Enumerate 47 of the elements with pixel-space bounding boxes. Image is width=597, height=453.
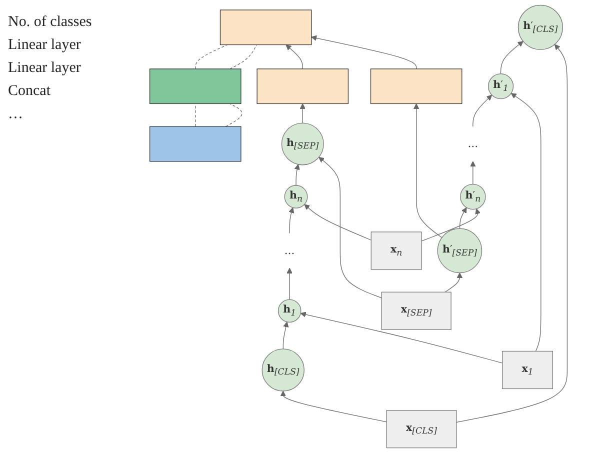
arrow (286, 44, 303, 70)
arrow (318, 156, 382, 298)
node-circle: h$_{1}$ (278, 299, 302, 322)
node-circle: h′$_{n}$ (460, 184, 486, 210)
node-box: x$_{n}$ (370, 232, 422, 270)
arrow (414, 103, 442, 238)
arrow (456, 44, 568, 423)
annotation-label: No. of classes (8, 14, 93, 31)
node-circle: h$_{[CLS]}$ (262, 348, 304, 392)
arrow (286, 268, 292, 300)
node-circle: h′$_{[CLS]}$ (518, 4, 563, 50)
arrow (294, 164, 300, 186)
node-box: x$_{[SEP]}$ (381, 292, 452, 330)
node-bar (370, 68, 462, 104)
node-text: … (468, 138, 478, 150)
annotation-label: Concat (8, 83, 52, 100)
annotation-label: Linear layer (8, 37, 82, 54)
arrow (304, 204, 372, 240)
node-circle: h′$_{[SEP]}$ (437, 228, 482, 274)
node-box: x$_{1}$ (502, 350, 553, 390)
arrow (300, 312, 503, 364)
arrow (421, 208, 481, 242)
node-circle: h′$_{1}$ (488, 73, 514, 100)
arrow (472, 94, 492, 127)
node-circle: h$_{[SEP]}$ (281, 122, 324, 166)
node-bar (220, 10, 312, 46)
node-bar (256, 68, 349, 104)
arrow (300, 103, 306, 124)
node-text: … (284, 244, 295, 256)
node-bar (149, 126, 242, 162)
arrow (510, 93, 542, 352)
node-box: x$_{[CLS]}$ (386, 410, 457, 448)
annotation-label: … (8, 106, 24, 123)
arrow (311, 35, 417, 70)
arrow (444, 272, 463, 292)
node-bar (149, 68, 242, 104)
arrow (470, 161, 476, 185)
node-circle: h$_{n}$ (284, 185, 308, 208)
arrow (282, 322, 289, 350)
connector (226, 103, 242, 127)
arrow (500, 41, 524, 74)
arrow (460, 207, 467, 229)
arrow (280, 390, 387, 422)
annotation-label: Linear layer (8, 60, 82, 77)
connector (230, 44, 257, 70)
arrow (288, 207, 294, 234)
connector (195, 103, 196, 127)
